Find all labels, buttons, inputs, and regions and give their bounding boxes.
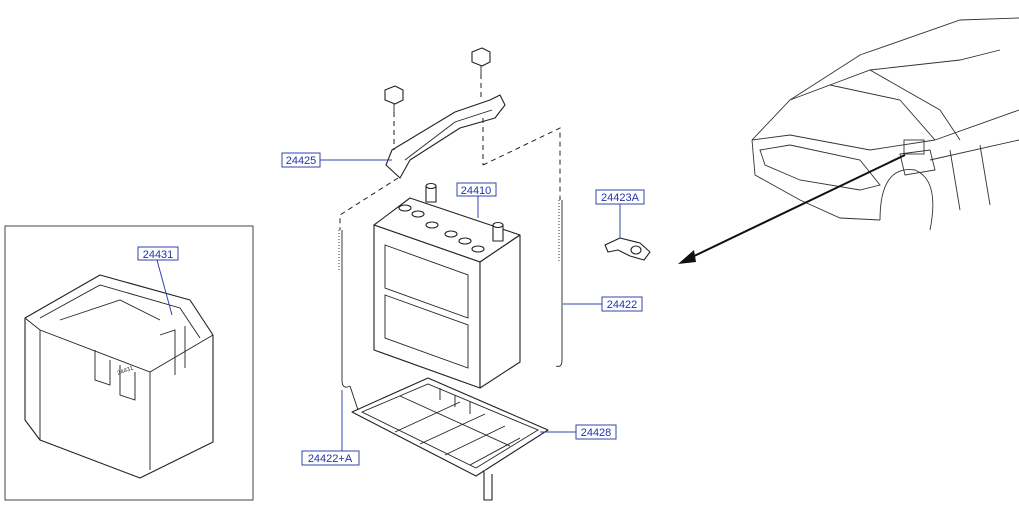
callout-24422-label: 24422 <box>607 299 638 311</box>
location-arrow <box>678 154 906 264</box>
callout-24425-label: 24425 <box>286 155 317 167</box>
battery-illustration <box>373 182 521 389</box>
callout-24423A-label: 24423A <box>601 192 640 204</box>
callout-24422A-label: 24422+A <box>308 453 353 465</box>
battery-insulator-illustration: 24431 <box>24 274 214 479</box>
callout-24410[interactable]: 24410 <box>456 182 497 197</box>
callout-24422[interactable]: 24422 <box>601 296 643 312</box>
callout-24410-label: 24410 <box>461 185 492 197</box>
svg-text:24431: 24431 <box>117 365 135 377</box>
callout-24431[interactable]: 24431 <box>137 246 179 261</box>
vehicle-location-illustration <box>751 17 1019 231</box>
terminal-clip-illustration <box>604 237 651 261</box>
hold-down-rod-right-illustration <box>555 200 563 367</box>
callout-24431-label: 24431 <box>143 249 174 261</box>
callout-24423A[interactable]: 24423A <box>595 189 645 205</box>
callout-24422A[interactable]: 24422+A <box>301 450 360 466</box>
hold-down-rod-left-illustration <box>338 230 359 411</box>
battery-frame-bracket-illustration <box>339 47 561 230</box>
callout-24425[interactable]: 24425 <box>281 152 321 168</box>
callout-24428[interactable]: 24428 <box>575 424 617 440</box>
battery-tray-illustration <box>351 377 549 501</box>
inset-frame <box>4 225 254 501</box>
callout-24428-label: 24428 <box>581 427 612 439</box>
leader-24431 <box>156 259 173 316</box>
